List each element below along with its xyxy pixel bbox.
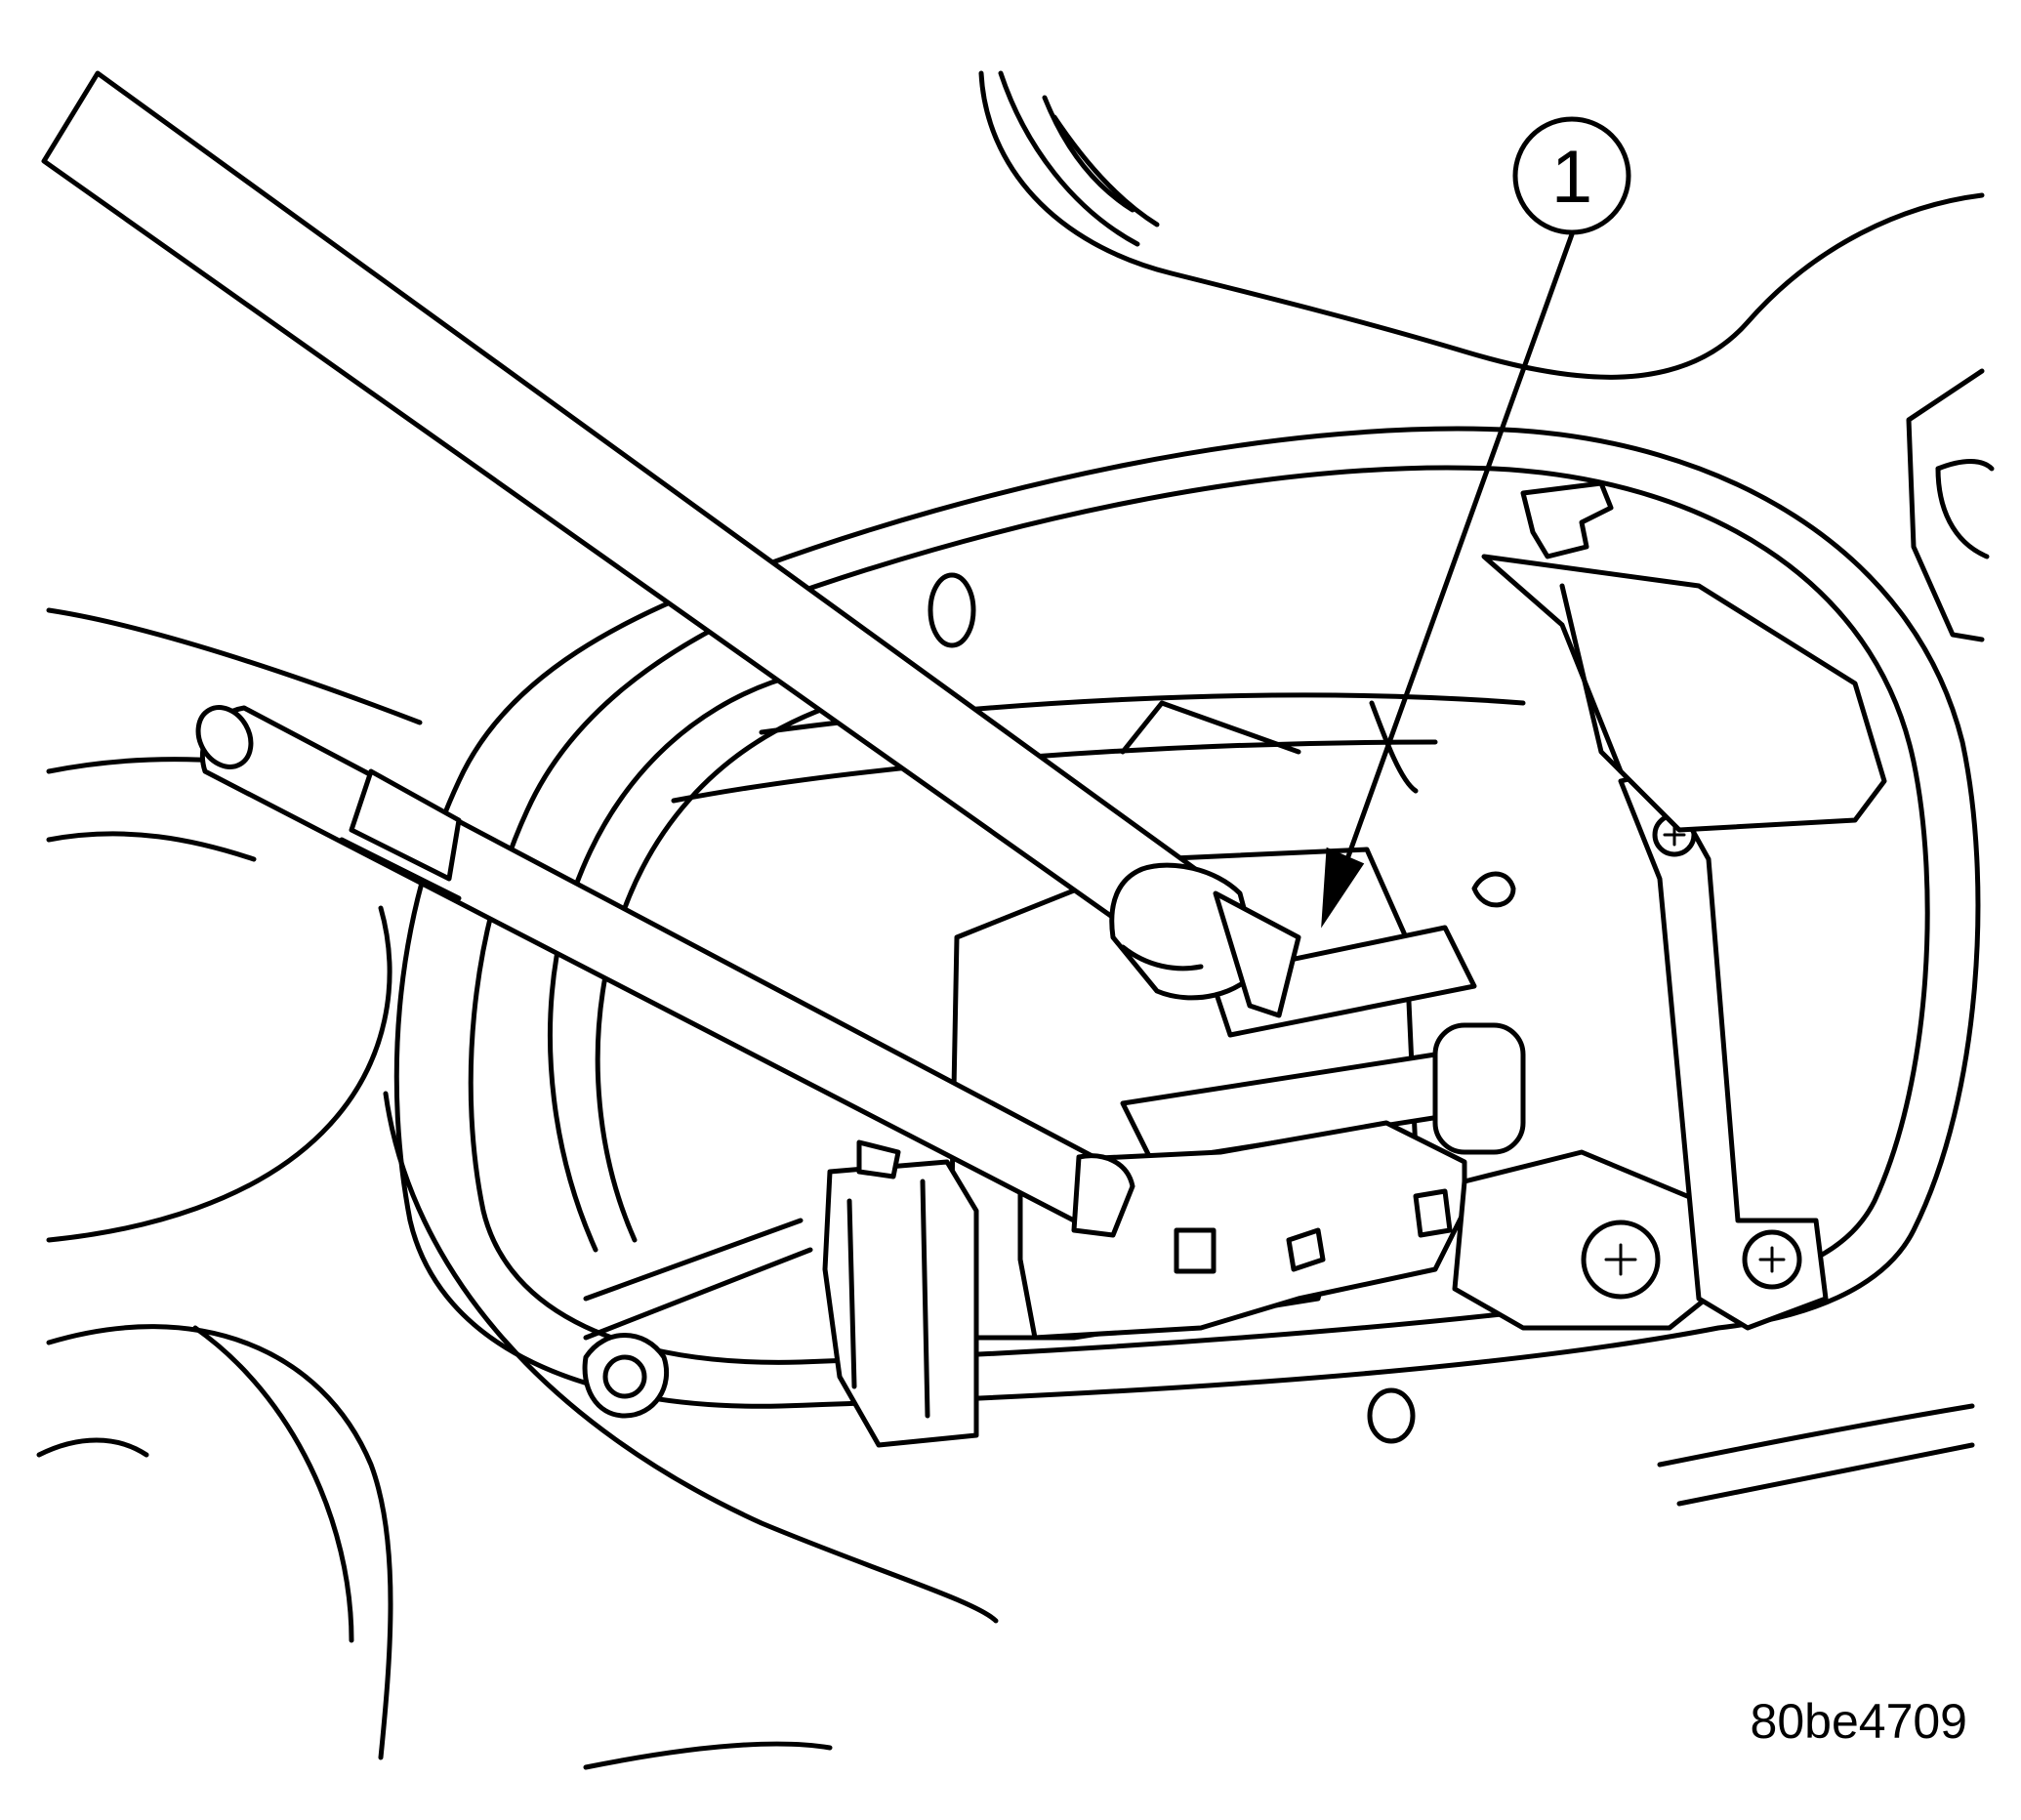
tool-shaft [41,70,1301,1018]
upper-console-curves [978,70,1995,642]
callout-label-1: 1 [1551,136,1592,219]
shifter-mechanism [582,480,1887,1448]
shifter-rod [195,705,1135,1238]
left-trim-curves [36,607,1975,1770]
callout-arrowhead [1321,847,1365,929]
figure-code: 80be4709 [1751,1694,1967,1749]
callout-leader-line [1344,231,1575,862]
callout-1: 1 [1321,116,1631,929]
